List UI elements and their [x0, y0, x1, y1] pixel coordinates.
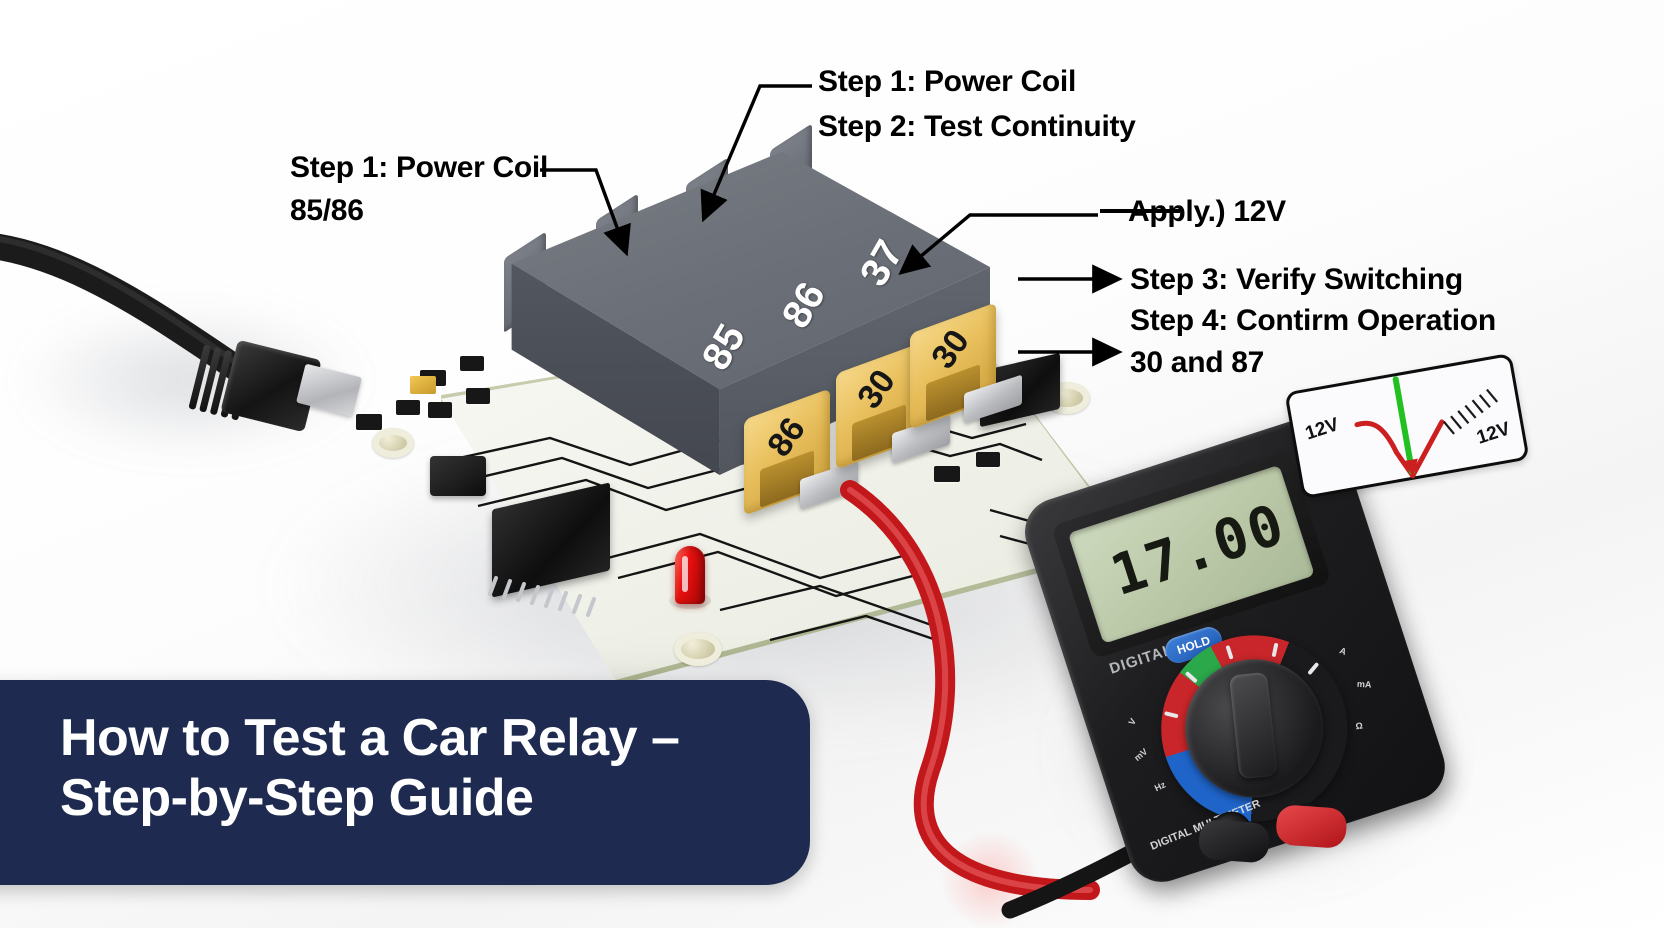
led-highlight — [682, 556, 688, 592]
smd-component — [460, 356, 484, 371]
yellow-smd-component — [410, 376, 436, 394]
leader-left — [540, 168, 631, 257]
annotation-top-center: Step 1: Power Coil Step 2: Test Continui… — [818, 64, 1136, 145]
annotation-apply-12v: Apply.) 12V — [1128, 195, 1286, 228]
annotation-step3: Step 3: Verify Switching — [1130, 263, 1463, 296]
ic-pins — [488, 576, 596, 617]
title-banner: How to Test a Car Relay – Step-by-Step G… — [0, 680, 810, 885]
waveform-trace — [1354, 376, 1499, 479]
red-test-lead-wire — [840, 480, 1100, 900]
smd-component — [934, 466, 960, 482]
smd-component — [466, 388, 490, 404]
mounting-hole — [674, 632, 722, 666]
banner-line-1: How to Test a Car Relay – — [60, 709, 680, 767]
leader-top-center — [700, 84, 812, 223]
banner-heading: How to Test a Car Relay – Step-by-Step G… — [60, 708, 680, 829]
status-led — [675, 546, 705, 604]
annotation-right-block: Step 3: Verify Switching Step 4: Contirm… — [1130, 262, 1496, 380]
smd-component — [428, 402, 452, 418]
annotation-top-center-line2: Step 2: Test Continuity — [818, 110, 1136, 144]
banner-line-2: Step-by-Step Guide — [60, 769, 534, 828]
mounting-hole — [372, 428, 414, 458]
annotation-30-and-87: 30 and 87 — [1130, 345, 1265, 379]
pcb-traces — [449, 412, 1071, 646]
smd-component — [976, 452, 1000, 467]
smd-component — [396, 400, 420, 415]
annotation-top-center-line1: Step 1: Power Coil — [818, 65, 1076, 98]
annotation-left-line2: 85/86 — [290, 194, 364, 228]
smd-component — [356, 414, 382, 430]
leader-87 — [898, 213, 1098, 276]
waveform-inset: 12V 12V — [1284, 352, 1530, 500]
annotation-left: Step 1: Power Coil 85/86 — [290, 150, 548, 229]
annotation-step4: Step 4: Contirm Operation — [1130, 304, 1496, 338]
usb-cable — [0, 200, 410, 433]
annotation-left-line1: Step 1: Power Coil — [290, 151, 548, 184]
capacitor — [430, 456, 486, 496]
